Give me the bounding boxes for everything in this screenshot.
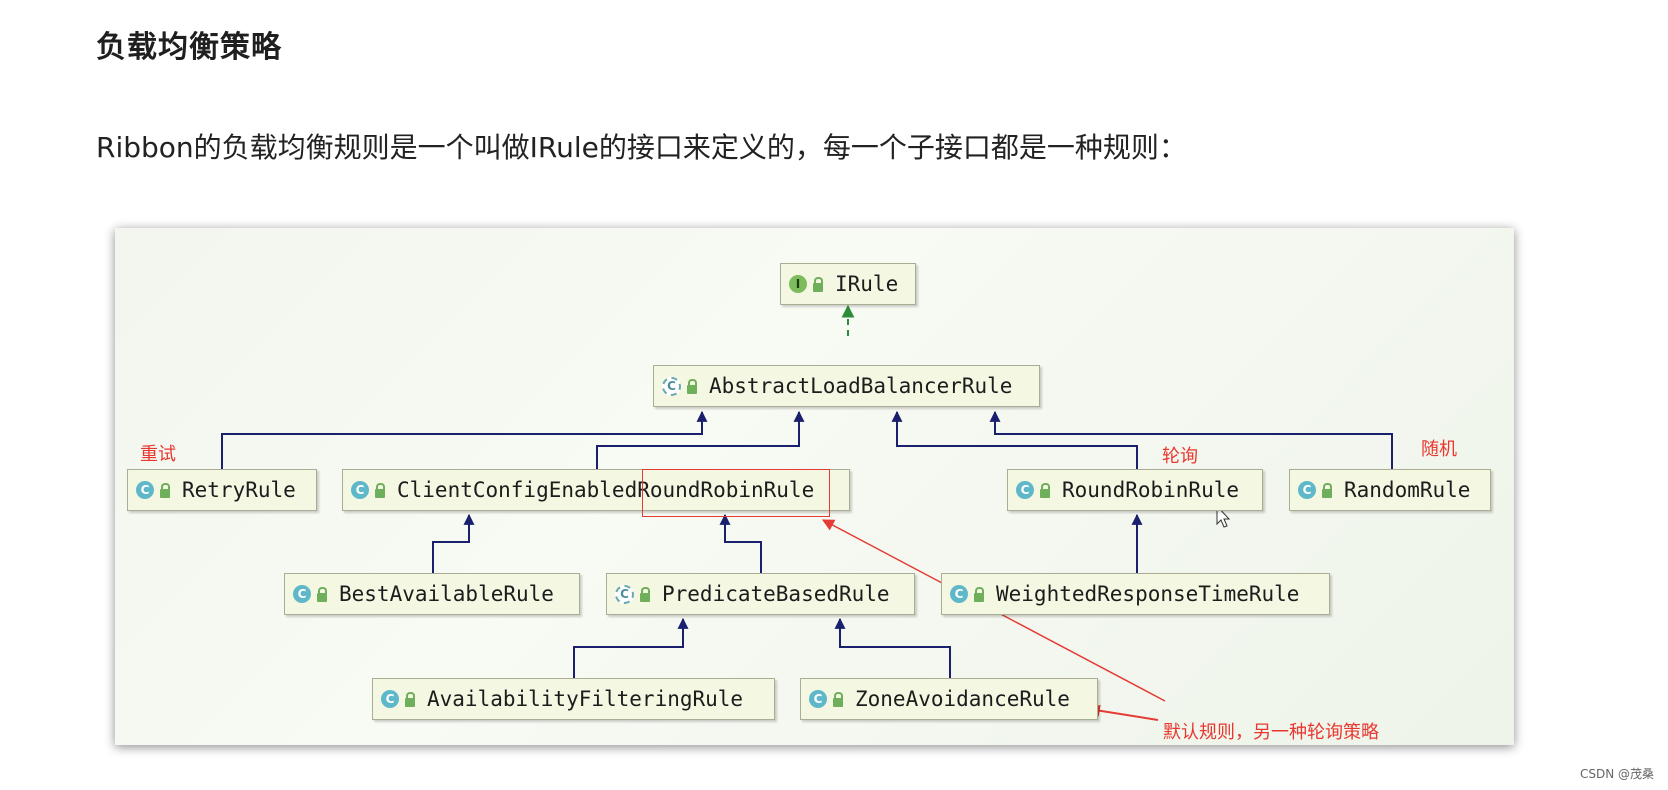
node-label: ZoneAvoidanceRule	[855, 687, 1070, 711]
class-icon: C	[1298, 481, 1316, 499]
lock-icon	[833, 691, 843, 707]
extends-edge-random	[989, 410, 1393, 469]
node-best-available-rule: C BestAvailableRule	[284, 573, 580, 615]
abstract-class-icon: C	[615, 584, 634, 604]
intro-paragraph: Ribbon的负载均衡规则是一个叫做IRule的接口来定义的，每一个子接口都是一…	[96, 131, 1187, 164]
annotation-default-rule: 默认规则，另一种轮询策略	[1163, 722, 1379, 743]
node-label: RetryRule	[182, 478, 296, 502]
node-random-rule: C RandomRule	[1289, 469, 1491, 511]
node-round-robin-rule: C RoundRobinRule	[1007, 469, 1263, 511]
extends-edge-retry	[221, 410, 708, 469]
node-zone-avoidance-rule: C ZoneAvoidanceRule	[800, 678, 1098, 720]
node-label: AbstractLoadBalancerRule	[709, 374, 1013, 398]
class-icon: C	[136, 481, 154, 499]
node-label: IRule	[835, 272, 899, 296]
lock-icon	[974, 586, 984, 602]
annotation-retry: 重试	[140, 444, 176, 465]
extends-edge-predicate	[719, 513, 762, 573]
node-availability-filtering-rule: C AvailabilityFilteringRule	[372, 678, 775, 720]
mouse-cursor-icon	[1216, 504, 1231, 528]
class-icon: C	[950, 585, 968, 603]
extends-edge-roundrobin	[891, 410, 1138, 469]
lock-icon	[375, 482, 385, 498]
page-title: 负载均衡策略	[96, 30, 282, 65]
node-label: WeightedResponseTimeRule	[996, 582, 1300, 606]
extends-edge-zone	[834, 617, 951, 678]
extends-edge-availfilter	[573, 617, 689, 678]
abstract-class-icon: C	[662, 376, 681, 396]
class-icon: C	[381, 690, 399, 708]
extends-edge-client	[596, 410, 805, 469]
lock-icon	[687, 378, 697, 394]
highlight-round-robin-box	[642, 469, 830, 517]
node-irule: I IRule	[780, 263, 916, 305]
watermark: CSDN @茂桑	[1579, 767, 1654, 781]
node-label: BestAvailableRule	[339, 582, 554, 606]
connector-layer	[221, 304, 1393, 721]
annotation-random: 随机	[1421, 439, 1457, 460]
class-icon: C	[1016, 481, 1034, 499]
annotation-roundrobin: 轮询	[1162, 446, 1198, 467]
node-predicate-based-rule: C PredicateBasedRule	[606, 573, 915, 615]
class-icon: C	[293, 585, 311, 603]
node-label: AvailabilityFilteringRule	[427, 687, 744, 711]
class-hierarchy-diagram: I IRule C AbstractLoadBalancerRule C Ret…	[115, 228, 1514, 745]
node-label: RoundRobinRule	[1062, 478, 1240, 502]
lock-icon	[1040, 482, 1050, 498]
extends-edge-bestavail	[432, 513, 475, 573]
class-icon: C	[351, 481, 369, 499]
node-label: RandomRule	[1344, 478, 1471, 502]
lock-icon	[317, 586, 327, 602]
node-retry-rule: C RetryRule	[127, 469, 317, 511]
interface-icon: I	[789, 275, 807, 293]
lock-icon	[640, 586, 650, 602]
lock-icon	[1322, 482, 1332, 498]
node-client-config-enabled-round-robin-rule: C ClientConfigEnabledRoundRobinRule	[342, 469, 850, 511]
node-abstract-load-balancer-rule: C AbstractLoadBalancerRule	[653, 365, 1040, 407]
lock-icon	[813, 276, 823, 292]
node-weighted-response-time-rule: C WeightedResponseTimeRule	[941, 573, 1330, 615]
class-icon: C	[809, 690, 827, 708]
lock-icon	[160, 482, 170, 498]
annotation-arrow-to-zone	[1087, 704, 1159, 721]
node-label: PredicateBasedRule	[662, 582, 890, 606]
node-label: ClientConfigEnabledRoundRobinRule	[397, 478, 815, 502]
lock-icon	[405, 691, 415, 707]
